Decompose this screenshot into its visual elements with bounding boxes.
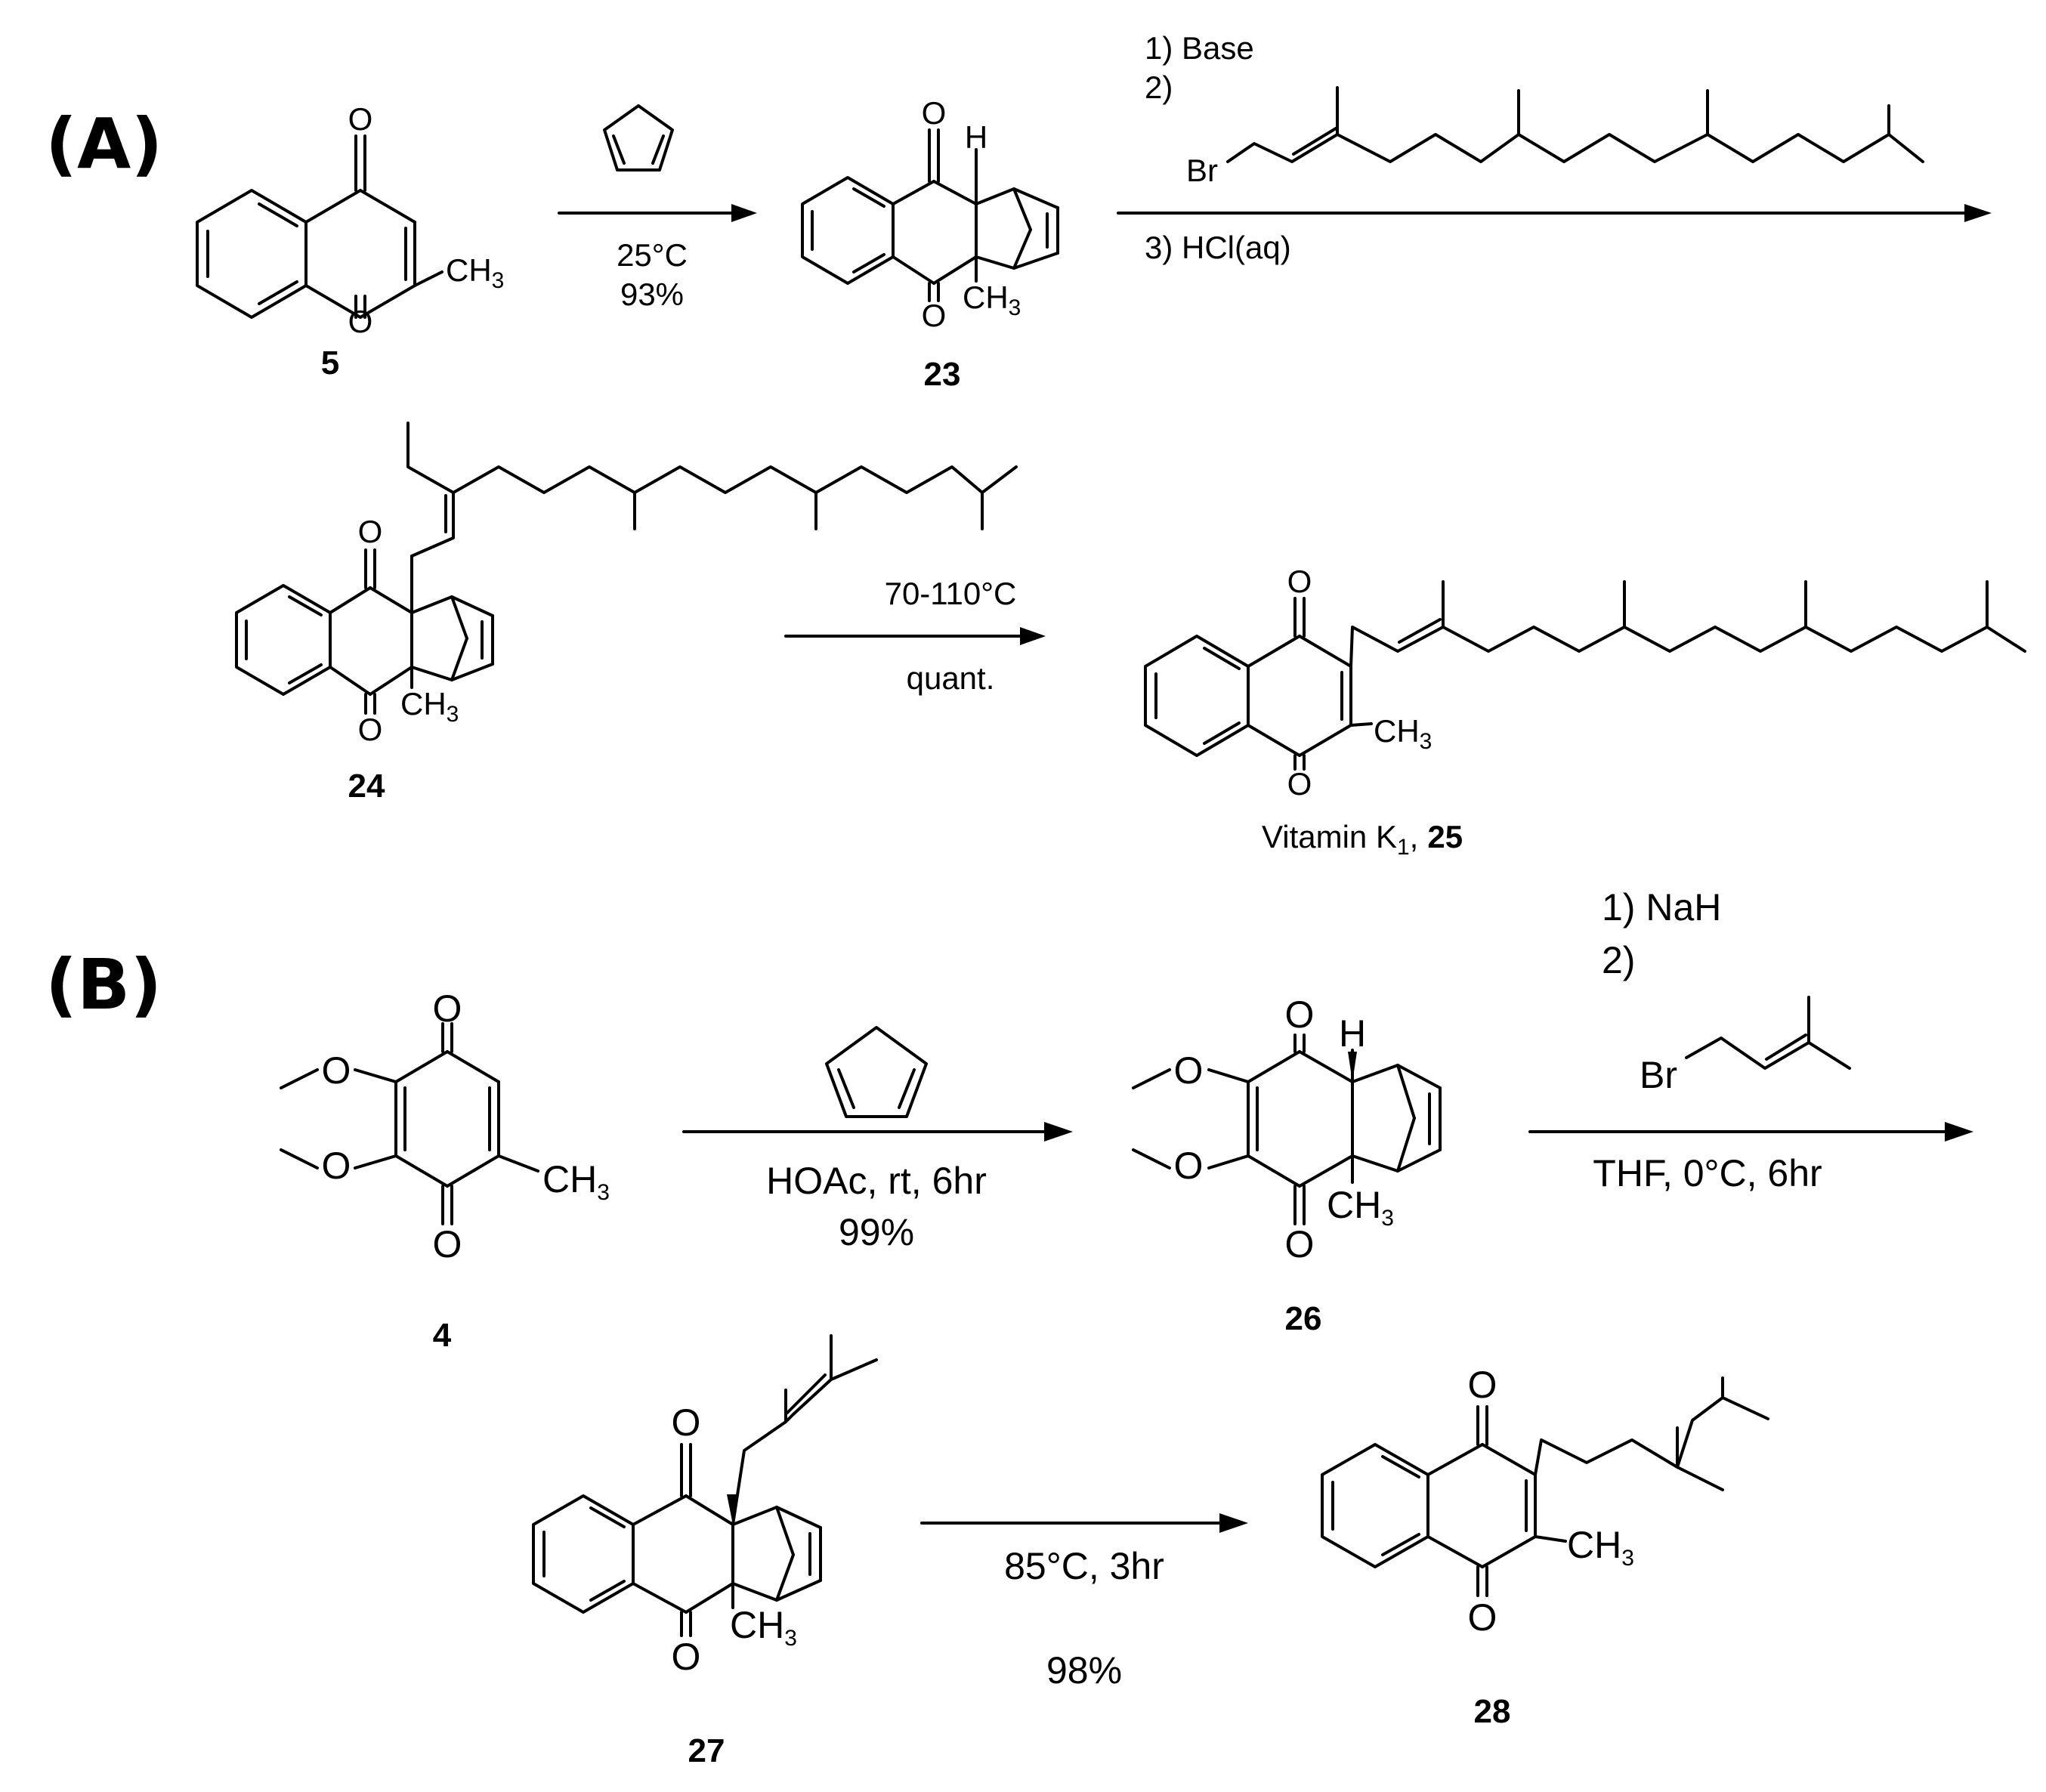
condition-yield-a3: quant. [907, 660, 995, 696]
vitamin-k1-label: Vitamin K1,25 [1262, 819, 1463, 860]
subscript-3: 3 [1009, 295, 1021, 320]
atom-ch: CH [963, 280, 1009, 315]
double-bond-line [1292, 127, 1337, 156]
compound-number-26: 26 [1285, 1300, 1322, 1337]
atom-o: O [1287, 564, 1312, 599]
methyl-label: CH3 [730, 1604, 797, 1651]
condition-b3: 85°C, 3hr [1004, 1545, 1164, 1587]
subscript-3: 3 [597, 1180, 610, 1205]
atom-ch: CH [542, 1158, 597, 1200]
subscript-3: 3 [1621, 1546, 1634, 1571]
compound-number-27: 27 [688, 1732, 725, 1769]
atom-o: O [922, 95, 947, 131]
atom-o: O [322, 1049, 351, 1092]
double-bond-line [1765, 1033, 1807, 1061]
methyl-label: CH3 [1374, 713, 1432, 754]
arrowhead [1945, 1122, 1973, 1142]
methyl-label: CH3 [446, 252, 504, 293]
compound-number-5: 5 [321, 344, 339, 382]
stereo-wedge [727, 1494, 739, 1525]
atom-o: O [358, 712, 383, 747]
methyl-label: CH3 [963, 280, 1021, 320]
atom-ch: CH [400, 686, 447, 721]
atom-o: O [322, 1145, 351, 1187]
subscript-3: 3 [492, 268, 505, 293]
atom-o: O [1287, 766, 1312, 802]
atom-h: H [1339, 1012, 1366, 1055]
atom-br: Br [1640, 1054, 1677, 1096]
condition-yield-a1: 93% [620, 277, 684, 312]
arrowhead [731, 204, 757, 222]
panel-label-b: (B) [45, 944, 162, 1025]
subscript-3: 3 [1420, 729, 1433, 754]
condition-step1-a2: 1) Base [1145, 30, 1254, 66]
compound-5-structure [196, 134, 444, 319]
atom-o: O [358, 514, 383, 549]
atom-o: O [433, 987, 462, 1030]
atom-o: O [1174, 1145, 1204, 1187]
compound-26-structure [1132, 1033, 1442, 1225]
subscript-3: 3 [784, 1626, 797, 1651]
arrowhead [1219, 1513, 1248, 1533]
atom-o: O [433, 1223, 462, 1265]
compound-number-24: 24 [348, 768, 385, 805]
atom-o: O [1285, 993, 1315, 1036]
atom-o: O [922, 298, 947, 333]
condition-yield-b3: 98% [1046, 1649, 1122, 1692]
prenyl-chain [1685, 996, 1851, 1070]
condition-yield-b1: 99% [839, 1211, 914, 1253]
condition-step2-a2: 2) [1145, 70, 1173, 105]
methyl-label: CH3 [542, 1158, 610, 1205]
atom-o: O [1468, 1364, 1497, 1406]
atom-ch: CH [446, 252, 492, 288]
atom-o: O [672, 1636, 701, 1678]
condition-temp-a1: 25°C [617, 237, 688, 273]
compound-number-28: 28 [1474, 1693, 1511, 1730]
subscript-3: 3 [1381, 1206, 1394, 1231]
methyl-label: CH3 [1567, 1524, 1634, 1571]
atom-o: O [1285, 1223, 1315, 1265]
atom-ch: CH [730, 1604, 784, 1646]
compound-number-23: 23 [924, 356, 961, 393]
methyl-label: CH3 [400, 686, 459, 727]
cyclopentadiene-icon [603, 104, 674, 171]
condition-step1-b2: 1) NaH [1602, 886, 1721, 928]
atom-ch: CH [1327, 1184, 1381, 1226]
cyclopentadiene-icon [825, 1026, 928, 1118]
atom-h: H [965, 119, 987, 155]
condition-step2-b2: 2) [1602, 939, 1635, 981]
condition-step3-a2: 3) HCl(aq) [1145, 230, 1291, 265]
panel-label-a: (A) [45, 104, 162, 184]
compound-27-structure [532, 1334, 878, 1637]
condition-b2: THF, 0°C, 6hr [1593, 1152, 1822, 1194]
subscript-3: 3 [447, 702, 459, 727]
arrowhead [1044, 1122, 1073, 1142]
condition-temp-a3: 70-110°C [885, 576, 1017, 611]
phytyl-chain [1226, 86, 1924, 163]
stereo-wedge [1348, 1052, 1357, 1082]
arrowhead [1964, 204, 1992, 222]
atom-br: Br [1186, 153, 1218, 188]
atom-o: O [348, 304, 373, 339]
methyl-label: CH3 [1327, 1184, 1394, 1231]
condition-b1: HOAc, rt, 6hr [766, 1160, 987, 1202]
atom-ch: CH [1567, 1524, 1621, 1566]
compound-23-structure [801, 128, 1059, 302]
compound-28-structure [1321, 1376, 1769, 1597]
atom-o: O [1468, 1596, 1497, 1639]
arrowhead [1020, 627, 1046, 645]
compound-number-4: 4 [433, 1317, 452, 1354]
compound-25-structure [1144, 580, 2026, 771]
atom-ch: CH [1374, 713, 1420, 749]
atom-o: O [348, 101, 373, 137]
compound-24-structure [235, 422, 1018, 715]
compound-4-structure [280, 1022, 539, 1225]
atom-o: O [1174, 1049, 1204, 1092]
atom-o: O [672, 1401, 701, 1444]
